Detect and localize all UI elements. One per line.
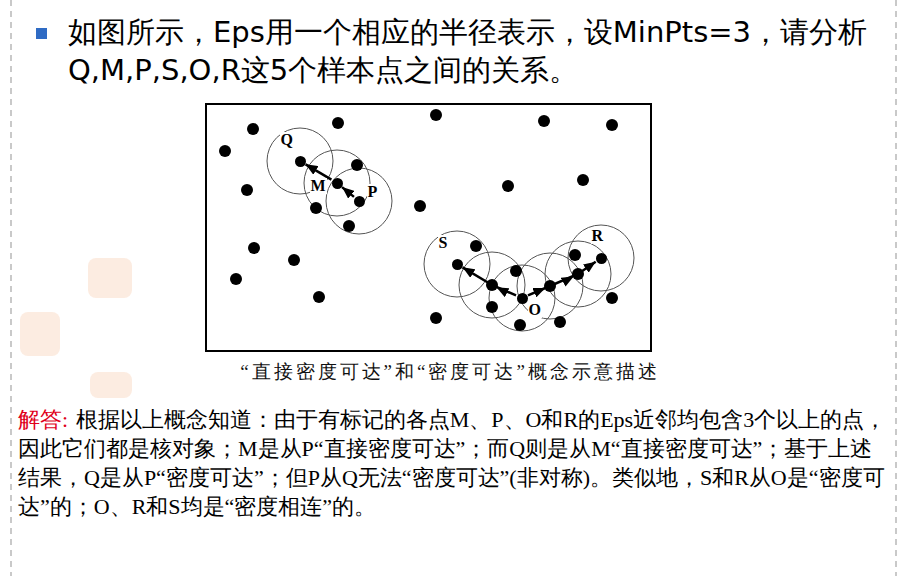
sample-point: Q [295, 156, 306, 167]
eps-circles [267, 128, 634, 331]
sample-point [414, 200, 426, 212]
eps-circle [304, 150, 370, 216]
sample-point: O [517, 293, 528, 304]
sample-point [538, 115, 550, 127]
sample-point [430, 109, 442, 121]
sample-point: M [332, 178, 343, 189]
sample-point [219, 145, 231, 157]
sample-point [430, 312, 442, 324]
eps-circle [326, 168, 392, 234]
reachability-arrow [528, 262, 596, 296]
sample-point [332, 117, 344, 129]
margin-line [10, 0, 12, 576]
sample-point [351, 159, 363, 171]
bullet-square [36, 28, 47, 39]
sample-point: S [452, 259, 463, 270]
sample-point [606, 292, 618, 304]
sample-point [241, 184, 253, 196]
figure-frame [206, 104, 651, 351]
sample-point [248, 242, 260, 254]
sample-point [343, 220, 355, 232]
sample-point [510, 265, 522, 277]
reachability-arrow [342, 187, 354, 197]
point-label: S [438, 235, 449, 251]
sample-point [470, 240, 482, 252]
sample-point [502, 180, 514, 192]
sample-point [569, 249, 581, 261]
question-text: 如图所示，Eps用一个相应的半径表示，设MinPts=3，请分析Q,M,P,S,… [68, 13, 873, 89]
sample-point [230, 273, 242, 285]
sample-point: R [596, 253, 607, 264]
answer-paragraph: 解答:根据以上概念知道：由于有标记的各点M、P、O和R的Eps近邻均包含3个以上… [18, 405, 890, 521]
sample-point [288, 254, 300, 266]
watermark [90, 372, 132, 398]
point-label: O [528, 302, 542, 318]
watermark [88, 258, 132, 298]
watermark [20, 312, 60, 356]
reachability-arrow [463, 267, 516, 295]
sample-point [486, 301, 498, 313]
eps-circle [568, 225, 634, 291]
eps-circle [267, 128, 333, 194]
sample-point [310, 202, 322, 214]
point-label: P [367, 184, 379, 200]
margin-line [895, 0, 897, 576]
sample-point [606, 119, 618, 131]
sample-point [577, 174, 589, 186]
point-label: R [591, 228, 605, 244]
sample-points [219, 109, 618, 331]
figure-caption: “直接密度可达”和“密度可达”概念示意描述 [190, 360, 710, 384]
sample-point [514, 319, 526, 331]
eps-circle [459, 252, 525, 318]
sample-point [313, 291, 325, 303]
sample-point: P [354, 196, 365, 207]
eps-circle [424, 231, 490, 297]
answer-heading: 解答: [18, 407, 68, 432]
answer-text: 根据以上概念知道：由于有标记的各点M、P、O和R的Eps近邻均包含3个以上的点，… [18, 407, 886, 519]
point-label: M [310, 178, 327, 194]
sample-point [247, 123, 259, 135]
point-label: Q [280, 132, 294, 148]
sample-point [554, 316, 566, 328]
